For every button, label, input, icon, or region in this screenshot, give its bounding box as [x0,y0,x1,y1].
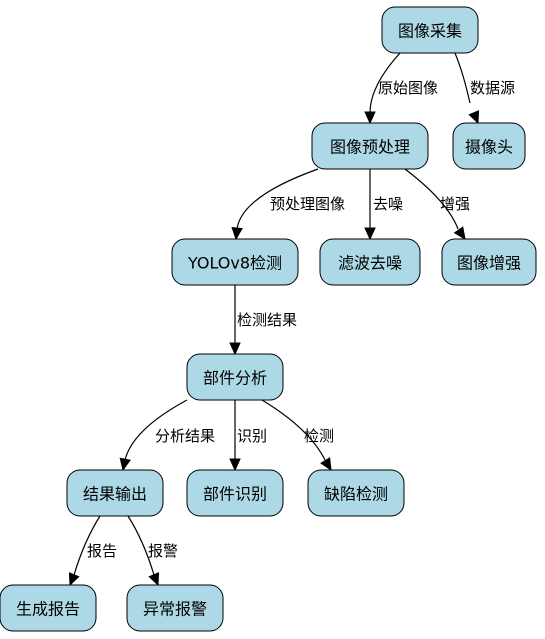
edge-line [124,399,188,461]
node-analysis: 部件分析 [186,353,284,401]
node-box [311,122,429,170]
edge-label: 去噪 [373,195,403,213]
edge-preprocess-denoise: 去噪 [364,169,403,241]
arrowhead [468,110,480,125]
edge-label: 原始图像 [378,79,438,97]
node-yolo: YOLOv8检测 [171,238,299,286]
node-label: 异常报警 [143,600,207,619]
node-report: 生成报告 [0,584,97,632]
node-enhance: 图像增强 [441,238,537,286]
edge-preprocess-enhance: 增强 [404,168,470,240]
edge-label: 增强 [440,195,470,213]
node-label: 结果输出 [83,485,147,504]
arrowhead [364,227,376,241]
edge-label: 报警 [148,542,178,560]
node-label: 滤波去噪 [338,254,402,273]
edge-label: 识别 [237,427,267,445]
edge-label: 检测 [304,427,334,445]
node-box [0,584,97,632]
node-preprocess: 图像预处理 [311,122,429,170]
edge-line [73,515,101,576]
node-box [186,469,284,517]
edge-line [261,399,326,461]
node-label: YOLOv8检测 [187,254,282,273]
edge-preprocess-yolo: 预处理图像 [231,168,345,241]
edge-analysis-output: 分析结果 [119,399,215,472]
edge-output-report: 报告 [68,515,117,587]
node-camera: 摄像头 [452,122,526,170]
edge-line [454,52,471,104]
edge-line [404,168,459,230]
edge-analysis-defect: 检测 [261,399,334,472]
node-box [381,6,479,54]
node-label: 图像预处理 [330,138,410,157]
edge-line [236,168,319,230]
edge-yolo-analysis: 检测结果 [229,285,297,356]
node-label: 摄像头 [465,138,513,157]
node-label: 图像采集 [398,22,462,41]
node-capture: 图像采集 [381,6,479,54]
node-box [452,122,526,170]
node-label: 部件识别 [203,485,267,504]
arrowhead [68,572,80,587]
edge-capture-camera: 数据源 [454,52,515,125]
edge-analysis-identify: 识别 [229,400,267,472]
node-label: 图像增强 [457,254,521,273]
edge-output-alarm: 报警 [127,515,178,587]
node-label: 生成报告 [16,600,80,619]
edge-label: 预处理图像 [270,195,345,213]
node-defect: 缺陷检测 [307,469,405,517]
edge-label: 分析结果 [155,427,215,445]
arrowhead [229,342,241,356]
node-box [307,469,405,517]
arrowhead [320,457,332,472]
node-alarm: 异常报警 [126,584,224,632]
arrowhead [119,457,131,472]
node-denoise: 滤波去噪 [319,238,421,286]
arrowhead [231,226,243,241]
node-box [171,238,299,286]
node-box [66,469,164,517]
edge-label: 数据源 [470,79,515,97]
node-label: 部件分析 [203,369,267,388]
arrowhead [453,226,466,240]
arrowhead [148,572,160,587]
node-label: 缺陷检测 [324,485,388,504]
node-output: 结果输出 [66,469,164,517]
arrowhead [229,458,241,472]
edge-line [127,515,155,576]
node-box [441,238,537,286]
edge-line [369,52,401,114]
arrowhead [364,111,376,125]
edge-capture-preprocess: 原始图像 [364,52,438,125]
node-box [126,584,224,632]
edge-label: 报告 [87,542,117,560]
node-box [186,353,284,401]
edge-label: 检测结果 [237,311,297,329]
node-identify: 部件识别 [186,469,284,517]
node-box [319,238,421,286]
